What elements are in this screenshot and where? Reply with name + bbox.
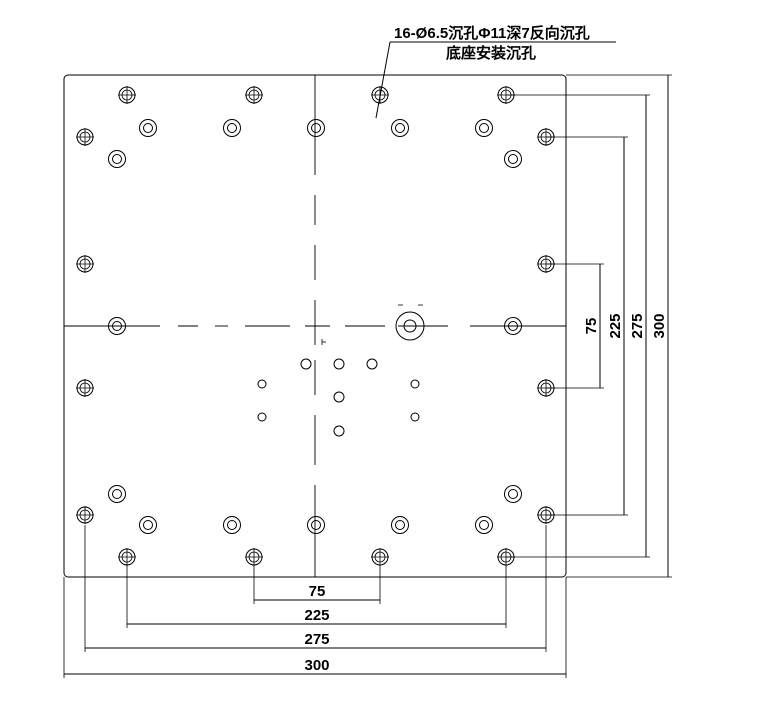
annotation-leader: [375, 41, 391, 119]
counterbore-hole: [307, 119, 325, 137]
counterbore-hole: [108, 150, 126, 168]
bottom-dimensions: 75 225 275 300: [63, 525, 567, 678]
small-hole: [257, 379, 267, 389]
mounting-hole-annotation: 16-Ø6.5沉孔Φ11深7反向沉孔 底座安装沉孔: [375, 24, 616, 119]
small-hole: [366, 358, 378, 370]
counterbore-hole: [391, 516, 409, 534]
small-hole: [410, 412, 420, 422]
central-bore-inner: [403, 319, 417, 333]
counterbore-hole: [307, 516, 325, 534]
crosshair-hole: [118, 86, 136, 104]
counterbore-hole: [139, 516, 157, 534]
counterbore-hole: [108, 485, 126, 503]
counterbore-hole: [108, 317, 126, 335]
dim-label-300-h: 300: [304, 657, 329, 674]
central-features: [321, 304, 425, 345]
crosshair-hole: [76, 506, 94, 524]
crosshair-hole: [76, 255, 94, 273]
crosshair-hole: [76, 379, 94, 397]
crosshair-hole: [371, 548, 389, 566]
counterbore-hole: [504, 485, 522, 503]
dim-label-275-h: 275: [304, 631, 329, 648]
counterbore-hole: [391, 119, 409, 137]
dim-label-300-v: 300: [651, 313, 668, 338]
small-hole: [333, 391, 345, 403]
right-dimensions: 75 225 275 300: [506, 74, 672, 578]
dim-label-75-h: 75: [309, 583, 326, 600]
counterbore-hole: [475, 119, 493, 137]
dim-label-275-v: 275: [629, 313, 646, 338]
dim-label-225-h: 225: [304, 607, 329, 624]
mounting-holes: [76, 86, 555, 566]
crosshair-hole: [245, 86, 263, 104]
crosshair-hole: [371, 86, 389, 104]
counterbore-hole: [223, 119, 241, 137]
central-bore: [395, 311, 425, 341]
annotation-line-2: 底座安装沉孔: [446, 44, 536, 62]
center-lines: [64, 75, 566, 577]
small-hole: [333, 425, 345, 437]
dim-label-75-v: 75: [583, 318, 600, 335]
counterbore-hole: [475, 516, 493, 534]
crosshair-hole: [118, 548, 136, 566]
small-hole: [300, 358, 312, 370]
counterbore-hole: [223, 516, 241, 534]
dim-label-225-v: 225: [607, 313, 624, 338]
small-hole: [257, 412, 267, 422]
small-hole: [410, 379, 420, 389]
counterbore-hole: [139, 119, 157, 137]
counterbore-hole: [504, 150, 522, 168]
small-holes: [257, 358, 420, 437]
crosshair-hole: [76, 128, 94, 146]
counterbore-hole: [504, 317, 522, 335]
crosshair-hole: [245, 548, 263, 566]
annotation-line-1: 16-Ø6.5沉孔Φ11深7反向沉孔: [394, 24, 590, 42]
small-hole: [333, 358, 345, 370]
